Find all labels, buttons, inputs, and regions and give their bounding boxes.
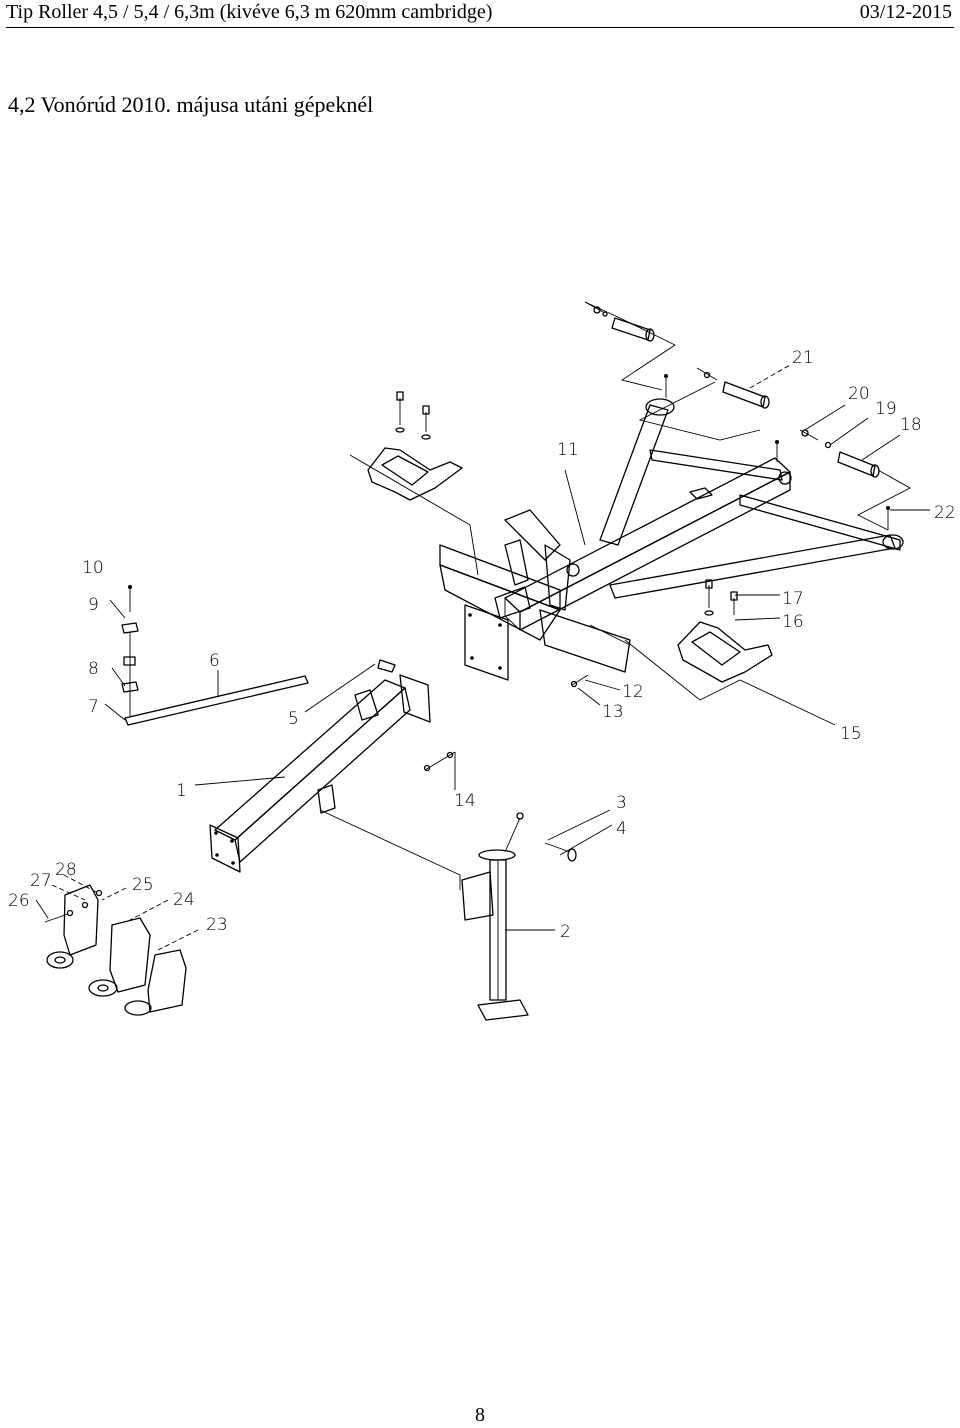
towing-eyes (44, 884, 187, 1016)
callout-7: 7 (88, 697, 99, 717)
callout-9: 9 (88, 595, 99, 615)
callout-20: 20 (848, 384, 870, 404)
drawbar-tube (209, 659, 431, 873)
callout-23: 23 (206, 915, 228, 935)
callout-3: 3 (616, 793, 627, 813)
callout-1: 1 (176, 781, 187, 801)
callout-24: 24 (173, 890, 195, 910)
callout-13: 13 (602, 702, 624, 722)
pin-assemblies (584, 301, 890, 530)
document-date: 03/12-2015 (859, 1, 952, 23)
callout-27: 27 (30, 871, 52, 891)
callout-5: 5 (288, 709, 299, 729)
callout-28: 28 (55, 860, 77, 880)
drawbar-frame (439, 398, 904, 681)
strap-and-bolts (121, 585, 309, 726)
callout-15: 15 (840, 724, 862, 744)
callout-10: 10 (82, 558, 104, 578)
section-title: 4,2 Vonórúd 2010. májusa utáni gépeknél (8, 92, 374, 117)
callout-12: 12 (622, 682, 644, 702)
callout-4: 4 (616, 819, 627, 839)
leader-lines (35, 301, 930, 951)
right-bracket-assembly (677, 579, 773, 683)
callout-25: 25 (132, 875, 154, 895)
callout-labels: 1 2 3 4 5 6 7 8 9 10 11 12 13 14 15 16 1… (8, 348, 956, 942)
callout-21: 21 (792, 348, 814, 368)
callout-11: 11 (557, 440, 579, 460)
callout-22: 22 (934, 503, 956, 523)
callout-26: 26 (8, 891, 30, 911)
left-bracket-assembly (367, 391, 463, 501)
callout-8: 8 (88, 659, 99, 679)
jack-stand (461, 812, 577, 1021)
callout-16: 16 (782, 612, 804, 632)
callout-18: 18 (900, 415, 922, 435)
page-number: 8 (475, 1404, 485, 1426)
callout-6: 6 (209, 651, 220, 671)
callout-14: 14 (454, 791, 476, 811)
small-bolts (423, 674, 589, 772)
callout-17: 17 (782, 589, 804, 609)
callout-19: 19 (875, 399, 897, 419)
document-title: Tip Roller 4,5 / 5,4 / 6,3m (kivéve 6,3 … (6, 1, 493, 23)
callout-2: 2 (560, 922, 571, 942)
page-header: Tip Roller 4,5 / 5,4 / 6,3m (kivéve 6,3 … (6, 0, 954, 28)
